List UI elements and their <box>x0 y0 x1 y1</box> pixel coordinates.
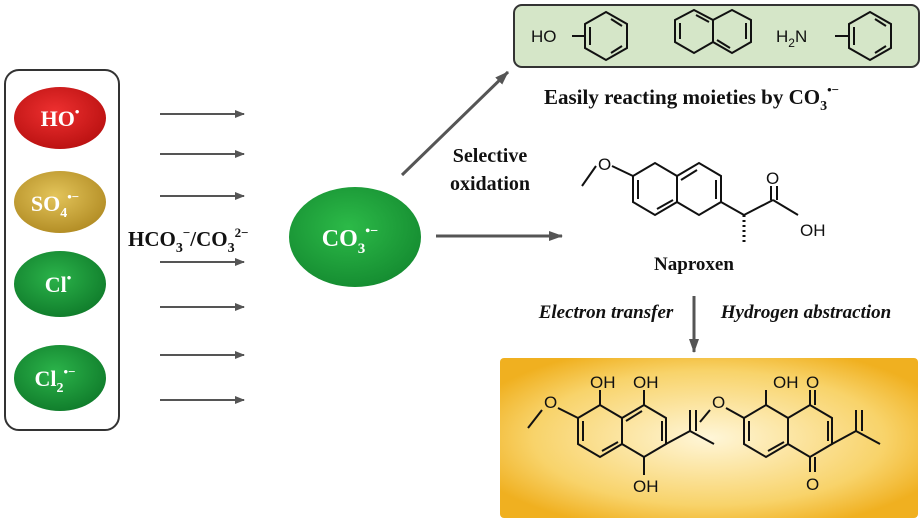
svg-text:SO4•−: SO4•− <box>31 189 79 221</box>
naproxen-structure <box>581 161 799 245</box>
product1-oh-c: OH <box>633 477 659 496</box>
ho-radical: HO• <box>14 87 106 149</box>
selective-label: Selective <box>453 145 528 167</box>
oxidation-label: oxidation <box>450 173 530 195</box>
product2-o-methoxy: O <box>712 393 725 412</box>
electron-transfer-label: Electron transfer <box>538 302 674 323</box>
co3-label: CO <box>322 226 358 252</box>
radicals-panel <box>4 69 120 431</box>
cl-label: Cl <box>45 272 67 297</box>
naproxen-carbonyl-o: O <box>766 169 779 188</box>
cl2-label: Cl <box>35 366 57 391</box>
product2-o-top: O <box>806 373 819 392</box>
co3-radical: CO3•− <box>289 187 421 287</box>
svg-text:HO•: HO• <box>41 104 80 131</box>
so4-radical: SO4•− <box>14 171 106 233</box>
svg-text:CO3•−: CO3•− <box>322 224 378 257</box>
naproxen-oh-label: OH <box>800 221 826 240</box>
naproxen-name: Naproxen <box>654 254 734 275</box>
product2-o-bottom: O <box>806 475 819 494</box>
so4-label: SO <box>31 191 60 216</box>
product1-oh-a: OH <box>590 373 616 392</box>
moieties-box <box>513 4 920 68</box>
hydrogen-abstraction-label: Hydrogen abstraction <box>720 302 891 323</box>
moiety-structures <box>572 8 892 62</box>
product1-oh-b: OH <box>633 373 659 392</box>
reagent-label: HCO3−/CO32− <box>128 225 249 256</box>
moieties-caption: Easily reacting moieties by CO3•− <box>544 82 839 114</box>
product2-oh: OH <box>773 373 799 392</box>
ho-label: HO <box>41 106 75 131</box>
arrow-to-moieties <box>400 70 510 177</box>
cl-radical: Cl• <box>14 251 106 317</box>
conversion-arrows <box>160 110 245 404</box>
product1-o-methoxy: O <box>544 393 557 412</box>
phenol-ho-label: HO <box>531 27 557 46</box>
cl2-radical: Cl2•− <box>14 345 106 411</box>
svg-text:Cl2•−: Cl2•− <box>35 364 76 396</box>
aniline-nh2-label: H2N <box>776 27 807 50</box>
svg-text:Cl•: Cl• <box>45 270 72 297</box>
naproxen-o-label: O <box>598 155 611 174</box>
product-structures <box>527 390 881 475</box>
products-box <box>500 358 918 518</box>
